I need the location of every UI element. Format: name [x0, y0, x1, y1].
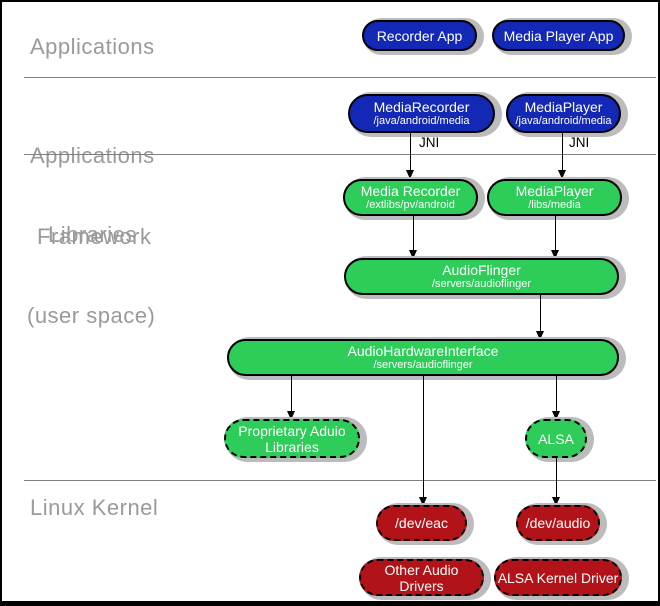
arrow-alsa-to-dev-audio	[552, 458, 560, 506]
node-title: AudioFlinger	[442, 262, 521, 278]
arrow-mediaplayerlib-to-audioflinger	[551, 216, 559, 259]
node-media-recorder-lib: Media Recorder /extlibs/pv/android	[343, 179, 478, 216]
node-dev-audio: /dev/audio	[516, 505, 600, 541]
node-subtitle: /java/android/media	[515, 115, 612, 127]
node-title: Media Player App	[503, 27, 614, 44]
divider-libraries-kernel	[24, 480, 656, 481]
node-title: MediaPlayer	[515, 183, 594, 199]
layer-label-line: Applications	[30, 143, 155, 168]
arrow-mediaplayer-to-lib	[558, 133, 566, 179]
node-title: Proprietary Aduio Libraries	[238, 422, 346, 455]
node-mediaplayer-lib: MediaPlayer /libs/media	[487, 179, 622, 216]
jni-label-right: JNI	[569, 135, 590, 150]
layer-label-applications-framework: Applications Framework	[30, 88, 155, 304]
node-alsa: ALSA	[525, 419, 587, 458]
node-title: MediaRecorder	[373, 99, 470, 115]
arrowhead-icon	[409, 250, 417, 259]
node-title: /dev/audio	[525, 515, 591, 531]
node-proprietary-audio-libraries: Proprietary Aduio Libraries	[224, 419, 360, 458]
layer-label-line: Framework	[37, 224, 152, 249]
arrowhead-icon	[287, 411, 295, 420]
node-title: MediaPlayer	[524, 99, 603, 115]
arrow-ahi-to-alsa	[552, 376, 560, 420]
divider-framework-libraries	[24, 154, 656, 155]
layer-label-line: Libraries	[48, 222, 137, 247]
node-title: ALSA Kernel Driver	[497, 569, 619, 586]
node-title: AudioHardwareInterface	[347, 343, 499, 359]
node-title: /dev/eac	[395, 515, 448, 531]
node-dev-eac: /dev/eac	[376, 505, 467, 541]
arrow-audioflinger-to-ahi	[536, 295, 544, 340]
node-subtitle: /servers/audioflinger	[373, 359, 473, 371]
node-mediaplayer-framework: MediaPlayer /java/android/media	[506, 94, 621, 133]
jni-label-left: JNI	[419, 135, 440, 150]
node-subtitle: /extlibs/pv/android	[366, 199, 455, 211]
arrow-mediarecorderlib-to-audioflinger	[409, 216, 417, 259]
node-other-audio-drivers: Other Audio Drivers	[359, 559, 484, 596]
arrow-ahi-to-proprietary	[287, 376, 295, 420]
layer-label-libraries: Libraries (user space)	[27, 167, 155, 383]
arrowhead-icon	[419, 497, 427, 506]
node-media-player-app: Media Player App	[492, 20, 625, 51]
arrowhead-icon	[406, 170, 414, 179]
node-subtitle: /servers/audioflinger	[431, 278, 532, 290]
layer-label-linux-kernel: Linux Kernel	[30, 495, 159, 520]
arrow-ahi-to-dev-eac	[419, 376, 427, 506]
node-audiohardwareinterface: AudioHardwareInterface /servers/audiofli…	[227, 339, 619, 376]
arrowhead-icon	[558, 170, 566, 179]
node-title: ALSA	[538, 430, 574, 447]
node-title: Recorder App	[376, 27, 463, 44]
node-alsa-kernel-driver: ALSA Kernel Driver	[494, 559, 622, 596]
arrowhead-icon	[552, 497, 560, 506]
arrow-mediarecorder-to-lib	[406, 133, 414, 179]
node-subtitle: /java/android/media	[373, 115, 470, 127]
node-subtitle: /libs/media	[528, 199, 581, 211]
divider-applications-framework	[24, 77, 656, 78]
node-title: Other Audio Drivers	[384, 561, 459, 594]
layer-label-line: (user space)	[27, 303, 156, 328]
arrowhead-icon	[552, 411, 560, 420]
arrowhead-icon	[536, 331, 544, 340]
layer-label-applications: Applications	[30, 34, 155, 59]
node-audioflinger: AudioFlinger /servers/audioflinger	[344, 258, 619, 295]
node-mediarecorder-framework: MediaRecorder /java/android/media	[348, 94, 495, 133]
node-recorder-app: Recorder App	[362, 20, 477, 51]
arrowhead-icon	[551, 250, 559, 259]
node-title: Media Recorder	[360, 183, 461, 199]
